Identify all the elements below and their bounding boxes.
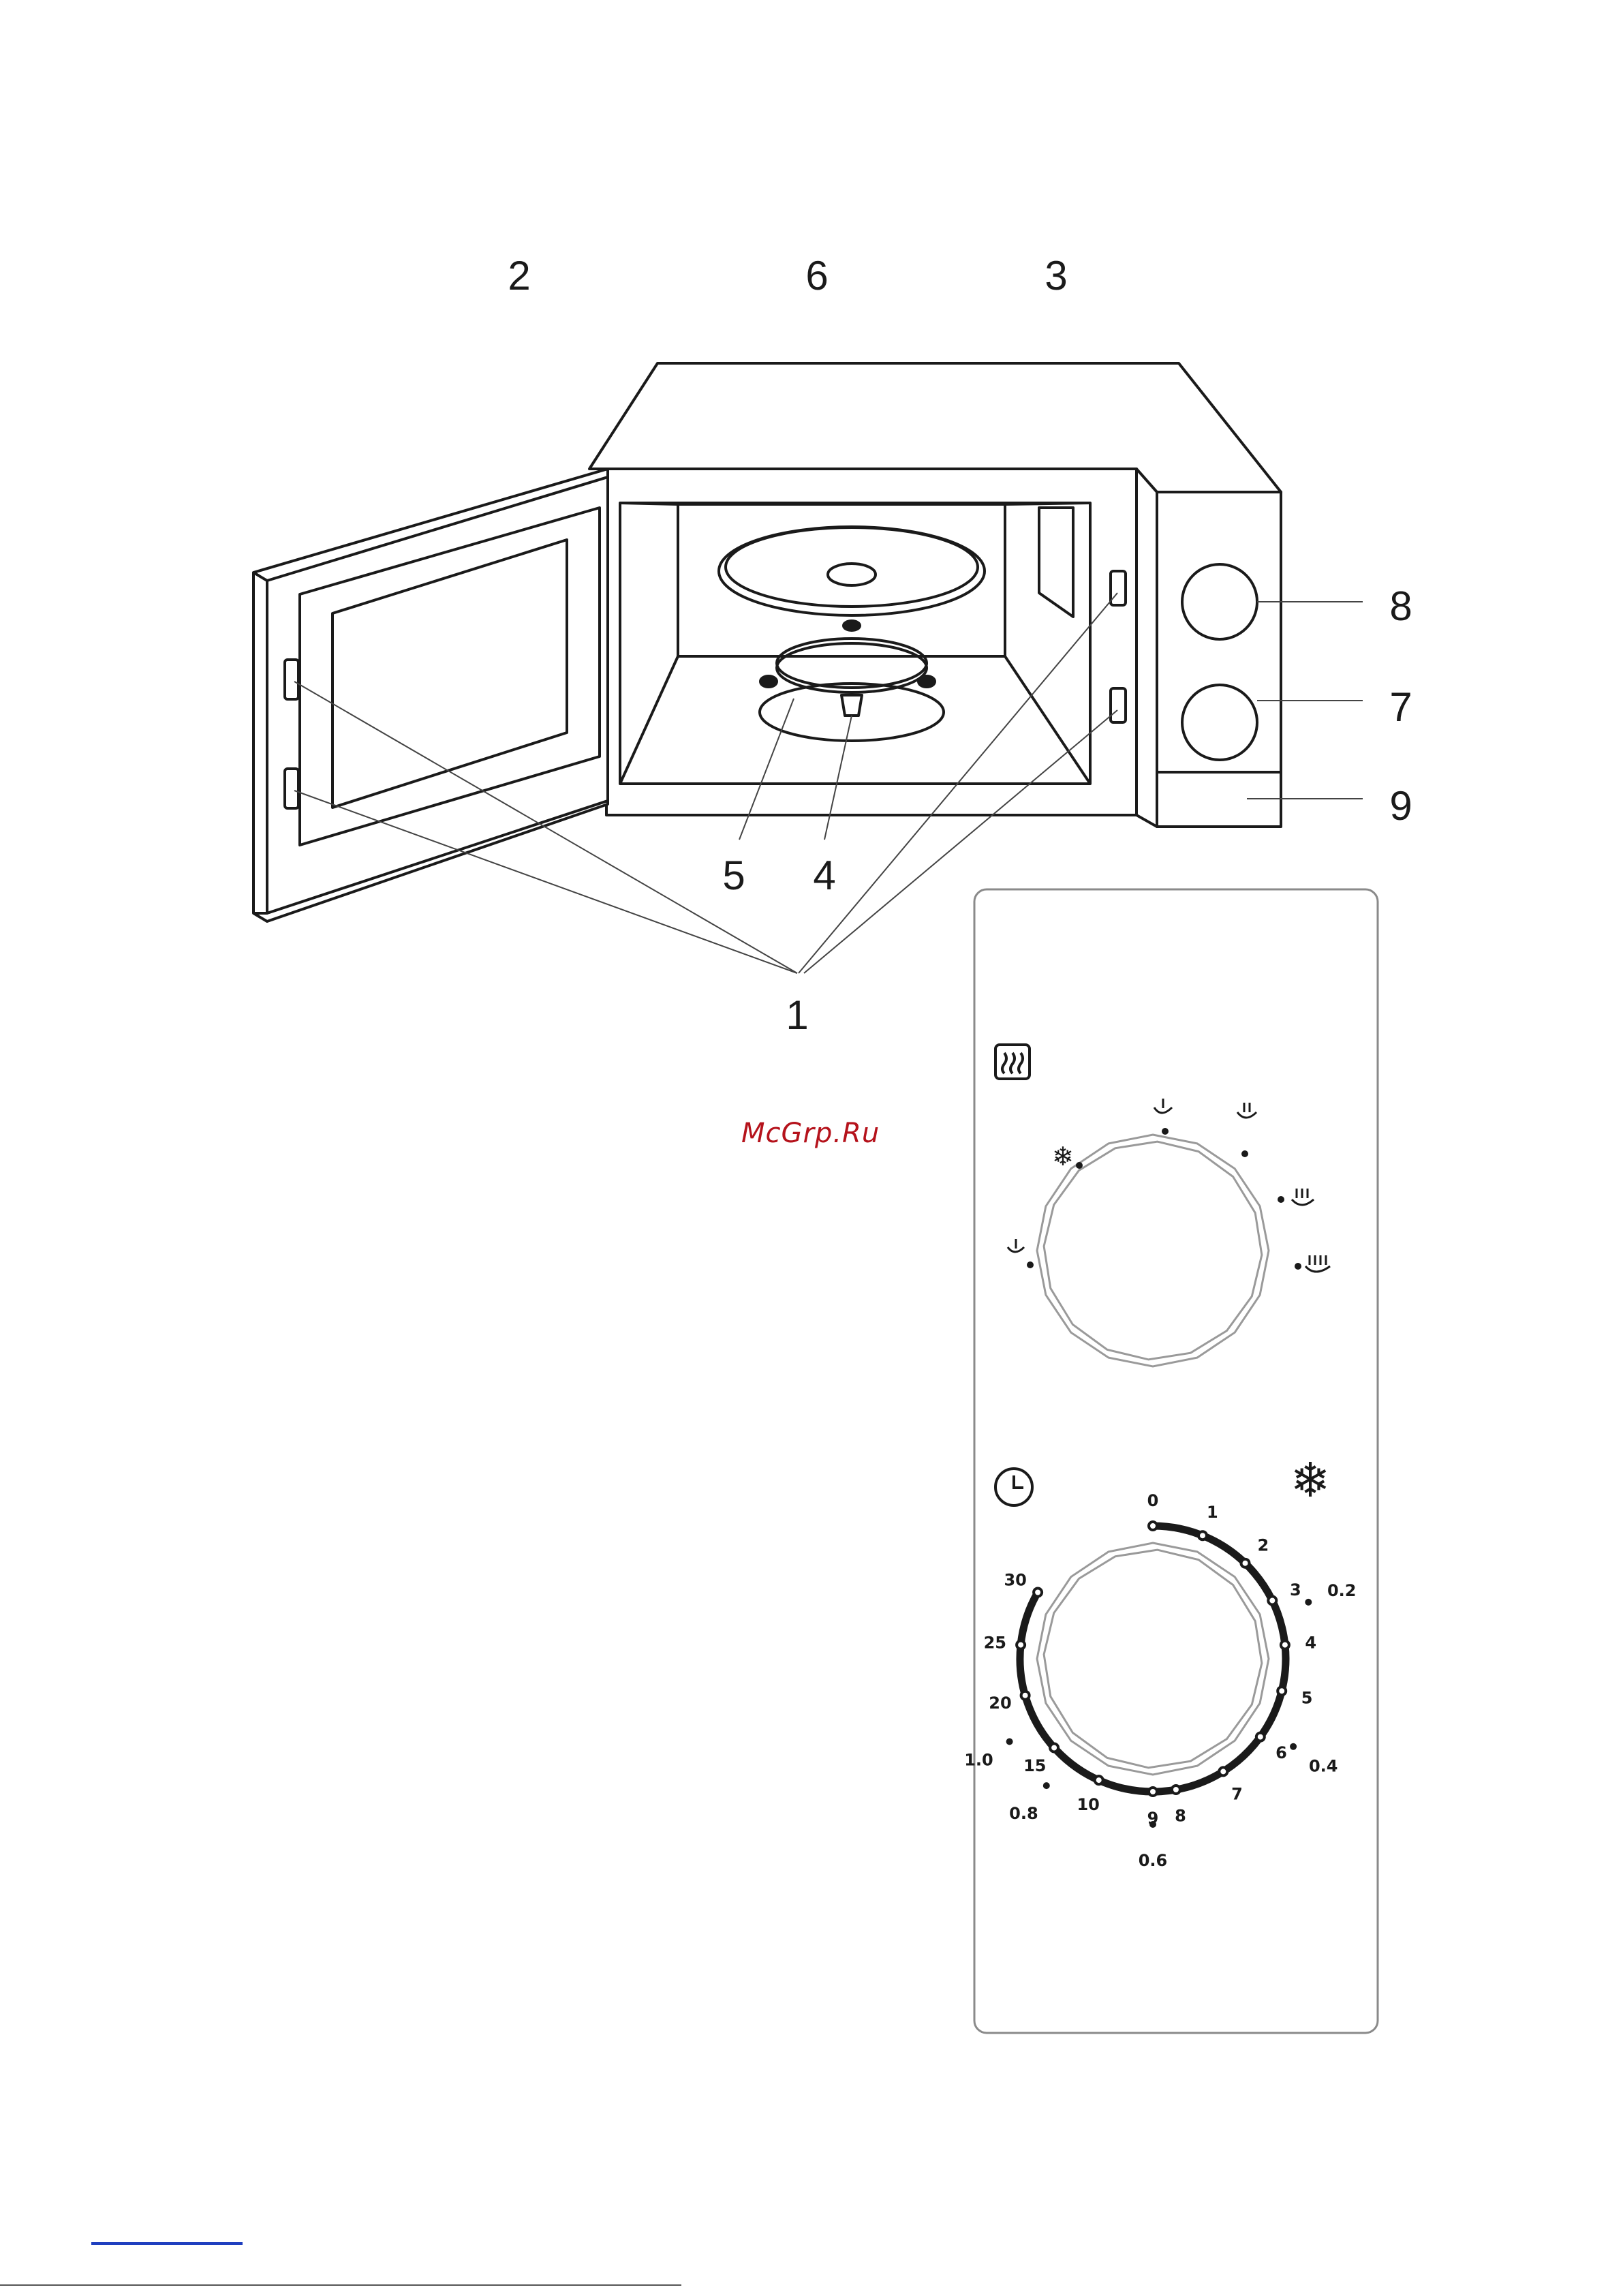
weight-mark-label: 0.6: [1139, 1851, 1168, 1870]
svg-text:❄: ❄: [1290, 1452, 1331, 1508]
time-mark-label: 8: [1175, 1807, 1186, 1826]
time-mark-label: 6: [1276, 1743, 1287, 1762]
time-mark-label: 1: [1207, 1503, 1218, 1522]
weight-mark-dot: [1305, 1599, 1312, 1606]
door-latch-lower: [285, 769, 298, 808]
footer-link-underline[interactable]: [91, 2242, 243, 2245]
time-mark-dot: [1050, 1744, 1058, 1752]
time-mark-dot: [1241, 1559, 1250, 1567]
snowflake-icon: ❄: [1290, 1452, 1331, 1508]
time-mark-dot: [1281, 1641, 1289, 1649]
callout-6: 6: [805, 253, 828, 299]
power-dial-knob[interactable]: [1182, 564, 1257, 639]
callout-8: 8: [1389, 583, 1412, 629]
time-mark-dot: [1034, 1589, 1042, 1597]
time-mark-label: 2: [1258, 1535, 1269, 1555]
time-mark-label: 15: [1023, 1756, 1046, 1775]
control-panel-detail: ❄: [964, 889, 1378, 2033]
time-mark-dot: [1021, 1692, 1030, 1700]
time-mark-dot: [1199, 1531, 1207, 1540]
weight-mark-label: 0.4: [1309, 1756, 1338, 1775]
control-panel-side: [1137, 469, 1157, 827]
weight-mark-dot: [1043, 1782, 1050, 1789]
callout-1: 1: [786, 992, 808, 1038]
time-mark-label: 4: [1305, 1634, 1316, 1653]
weight-mark-label: 1.0: [964, 1751, 993, 1770]
time-mark-label: 7: [1231, 1785, 1243, 1804]
weight-mark-dot: [1149, 1821, 1156, 1828]
time-mark-dot: [1149, 1522, 1157, 1530]
time-dial-knob[interactable]: [1182, 685, 1257, 760]
time-mark-dot: [1219, 1767, 1227, 1775]
time-mark-label: 20: [989, 1694, 1011, 1713]
weight-mark-label: 0.8: [1009, 1804, 1038, 1823]
time-mark-dot: [1268, 1597, 1276, 1605]
microwave-oven: [253, 363, 1281, 921]
time-mark-label: 30: [1004, 1571, 1026, 1590]
time-mark-label: 25: [984, 1634, 1006, 1653]
time-mark-label: 5: [1301, 1688, 1313, 1707]
time-mark-dot: [1017, 1641, 1025, 1649]
callout-3: 3: [1045, 253, 1067, 299]
time-mark-label: 0: [1147, 1491, 1159, 1510]
time-mark-dot: [1256, 1733, 1265, 1741]
time-mark-label: 3: [1290, 1580, 1301, 1599]
callout-9: 9: [1389, 783, 1412, 829]
weight-mark-dot: [1006, 1739, 1013, 1745]
watermark: McGrp.Ru: [741, 1118, 880, 1149]
weight-mark-dot: [1290, 1743, 1297, 1750]
weight-mark-label: 0.2: [1327, 1581, 1357, 1600]
time-mark-dot: [1149, 1788, 1157, 1796]
callout-2: 2: [508, 253, 530, 299]
turntable-shaft: [841, 695, 862, 716]
time-mark-label: 10: [1077, 1795, 1099, 1814]
svg-text:❄: ❄: [1052, 1142, 1074, 1172]
callout-7: 7: [1389, 684, 1412, 730]
control-panel-front: [1157, 492, 1281, 827]
door-latch-upper: [285, 660, 298, 699]
footer-rule: [0, 2284, 681, 2286]
time-mark-dot: [1095, 1776, 1103, 1784]
time-mark-dot: [1172, 1786, 1180, 1794]
time-mark-dot: [1278, 1687, 1286, 1695]
callout-4: 4: [813, 853, 835, 898]
callout-5: 5: [722, 853, 745, 898]
